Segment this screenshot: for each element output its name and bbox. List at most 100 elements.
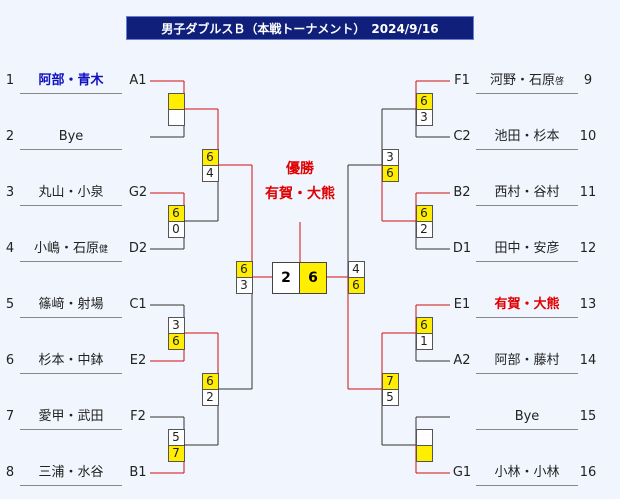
page-title: 男子ダブルスＢ（本戦トーナメント） 2024/9/16 — [126, 16, 474, 40]
entry-number: 12 — [579, 241, 597, 256]
team-name: 阿部・藤村 — [494, 353, 560, 368]
name-underline — [476, 485, 578, 486]
score-box-bottom — [382, 165, 399, 182]
team-name: Bye — [58, 129, 84, 144]
final-score-right: 6 — [299, 262, 327, 294]
score-bottom: 2 — [206, 390, 214, 404]
score-bottom: 2 — [420, 222, 428, 236]
seed-code: F1 — [454, 73, 470, 88]
name-underline — [476, 93, 578, 94]
seed-code: C2 — [453, 129, 471, 144]
score-top: 6 — [172, 206, 180, 220]
score-box-bottom — [416, 445, 433, 462]
score-bottom: 0 — [172, 222, 180, 236]
team-name: 小林・小林 — [494, 465, 560, 480]
score-bottom: 5 — [386, 390, 394, 404]
entry-number: 14 — [579, 353, 597, 368]
team-name: 阿部・青木 — [38, 73, 104, 88]
entry-number: 5 — [5, 297, 15, 312]
name-underline — [476, 429, 578, 430]
score-bottom: 4 — [206, 166, 214, 180]
score-top: 6 — [206, 374, 214, 388]
entry-number: 11 — [579, 185, 597, 200]
score-bottom: 7 — [172, 446, 180, 460]
entry-number: 3 — [5, 185, 15, 200]
seed-code: B1 — [129, 465, 147, 480]
score-top: 6 — [420, 318, 428, 332]
score-top: 5 — [172, 430, 180, 444]
name-underline — [20, 149, 122, 150]
score-top: 6 — [206, 150, 214, 164]
name-underline — [476, 149, 578, 150]
score-box-bottom — [202, 165, 219, 182]
team-name: 篠﨑・射場 — [38, 297, 104, 312]
score-top: 6 — [240, 262, 248, 276]
seed-code: E2 — [129, 353, 147, 368]
entry-number: 6 — [5, 353, 15, 368]
entry-number: 1 — [5, 73, 15, 88]
score-bottom: 1 — [420, 334, 428, 348]
team-name: 河野・石原啓 — [489, 73, 565, 88]
team-name: 杉本・中鉢 — [38, 353, 104, 368]
score-top: 6 — [420, 94, 428, 108]
name-underline — [476, 261, 578, 262]
entry-number: 16 — [579, 465, 597, 480]
score-top: 3 — [386, 150, 394, 164]
name-underline — [20, 261, 122, 262]
score-box-bottom — [168, 333, 185, 350]
score-box-bottom — [416, 109, 433, 126]
score-bottom: 6 — [172, 334, 180, 348]
team-name: 丸山・小泉 — [38, 185, 104, 200]
score-box-top — [168, 93, 185, 110]
entry-number: 8 — [5, 465, 15, 480]
score-top: 6 — [420, 206, 428, 220]
score-box-bottom — [382, 389, 399, 406]
champion-name: 有賀・大熊 — [265, 186, 335, 202]
entry-number: 7 — [5, 409, 15, 424]
score-top: 4 — [352, 262, 360, 276]
score-box-bottom — [416, 333, 433, 350]
name-underline — [20, 93, 122, 94]
seed-code: A1 — [129, 73, 147, 88]
score-box-bottom — [348, 277, 365, 294]
seed-code: E1 — [453, 297, 471, 312]
entry-number: 2 — [5, 129, 15, 144]
seed-code: B2 — [453, 185, 471, 200]
score-box-bottom — [168, 445, 185, 462]
team-name: Bye — [514, 409, 540, 424]
name-underline — [20, 317, 122, 318]
seed-code: F2 — [130, 409, 146, 424]
score-box-top — [416, 429, 433, 446]
seed-code: C1 — [129, 297, 147, 312]
entry-number: 4 — [5, 241, 15, 256]
name-underline — [20, 485, 122, 486]
team-name: 池田・杉本 — [494, 129, 560, 144]
score-box-bottom — [168, 221, 185, 238]
score-bottom: 6 — [386, 166, 394, 180]
team-name: 有賀・大熊 — [494, 297, 560, 312]
seed-code: A2 — [453, 353, 471, 368]
seed-code: G2 — [128, 185, 148, 200]
champion-label: 優勝 — [286, 161, 314, 177]
team-name: 田中・安彦 — [494, 241, 560, 256]
team-name: 三浦・水谷 — [38, 465, 104, 480]
team-name-suffix: 啓 — [555, 77, 565, 87]
name-underline — [476, 317, 578, 318]
team-name: 西村・谷村 — [494, 185, 560, 200]
seed-code: D1 — [452, 241, 472, 256]
name-underline — [20, 429, 122, 430]
score-box-bottom — [416, 221, 433, 238]
score-bottom: 6 — [352, 278, 360, 292]
name-underline — [476, 373, 578, 374]
score-box-bottom — [202, 389, 219, 406]
entry-number: 15 — [579, 409, 597, 424]
entry-number: 13 — [579, 297, 597, 312]
score-bottom: 3 — [420, 110, 428, 124]
team-name-suffix: 健 — [99, 245, 109, 255]
seed-code: G1 — [452, 465, 472, 480]
final-score-left: 2 — [272, 262, 300, 294]
score-bottom: 3 — [240, 278, 248, 292]
score-box-bottom — [236, 277, 253, 294]
team-name: 小嶋・石原健 — [33, 241, 109, 256]
